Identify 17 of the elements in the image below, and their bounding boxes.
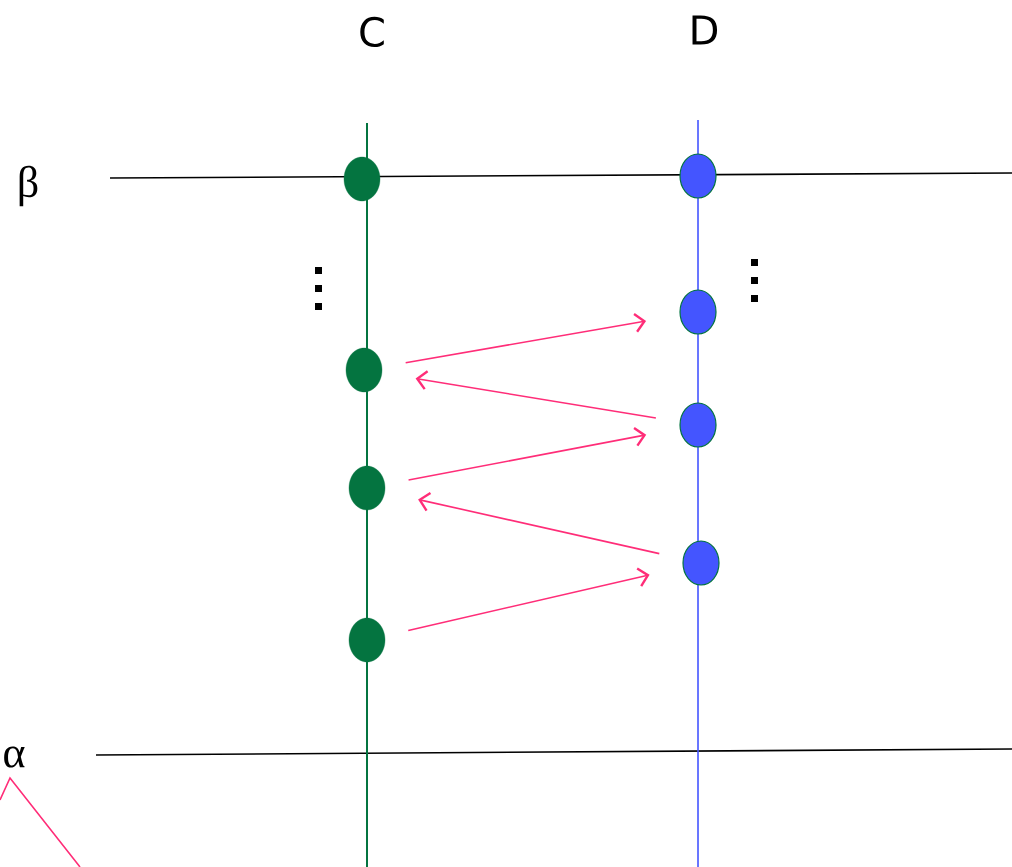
dot: [348, 465, 386, 511]
dot: [679, 402, 717, 448]
dot: [345, 347, 383, 393]
arrow: [418, 492, 661, 555]
axis-label: β: [19, 165, 38, 207]
dot: [348, 617, 386, 663]
arrow: [404, 313, 647, 364]
arrow: [407, 567, 650, 632]
dot: [679, 153, 717, 199]
dot: [343, 156, 381, 202]
arrow: [407, 427, 647, 481]
axis-label: D: [692, 15, 718, 45]
arrow: [415, 370, 657, 419]
dot: [682, 540, 720, 586]
axis-label: α: [4, 746, 25, 768]
dot: [679, 289, 717, 335]
axis-label: C: [360, 16, 384, 48]
